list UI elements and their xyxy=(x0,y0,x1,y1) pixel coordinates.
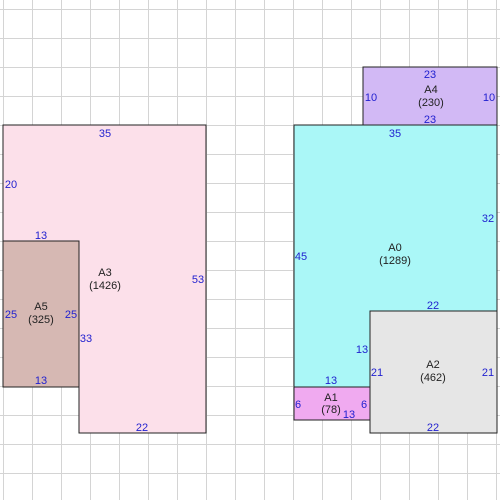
region-a4-name: A4 xyxy=(424,84,437,96)
a4-bottom-dimension: 23 xyxy=(424,114,436,126)
region-a5-label: A5 (325) xyxy=(28,301,54,326)
a1-left-dimension: 6 xyxy=(295,399,301,411)
a2-right-dimension: 21 xyxy=(482,367,494,379)
region-a4-area: (230) xyxy=(418,97,444,109)
a0-bottom-dimension: 13 xyxy=(325,375,337,387)
a4-right-dimension: 10 xyxy=(483,92,495,104)
region-a0-name: A0 xyxy=(388,242,401,254)
region-a1-label: A1 (78) xyxy=(321,392,341,416)
region-a3-area: (1426) xyxy=(89,280,121,292)
region-a5-area: (325) xyxy=(28,314,54,326)
a3-bottom-dimension: 22 xyxy=(136,422,148,434)
region-a0-area: (1289) xyxy=(379,255,411,267)
a3-top-dimension: 35 xyxy=(99,128,111,140)
a4-left-dimension: 10 xyxy=(365,92,377,104)
region-a1-name: A1 xyxy=(324,392,337,404)
a2-left-dimension: 21 xyxy=(371,367,383,379)
region-a0-label: A0 (1289) xyxy=(379,242,411,267)
a0-right-dimension: 32 xyxy=(482,213,494,225)
region-a2[interactable] xyxy=(369,310,498,434)
a0-inner-top-dimension: 22 xyxy=(427,300,439,312)
a1-right-dimension: 6 xyxy=(361,399,367,411)
region-a5[interactable] xyxy=(2,240,80,388)
a3-right-dimension: 53 xyxy=(192,274,204,286)
a0-top-dimension: 35 xyxy=(389,128,401,140)
region-a3-name: A3 xyxy=(98,267,111,279)
region-a4-label: A4 (230) xyxy=(418,84,444,109)
region-a2-label: A2 (462) xyxy=(420,359,446,384)
a0-left-dimension: 45 xyxy=(295,251,307,263)
a3-left-dimension: 20 xyxy=(5,179,17,191)
a0-inner-left-dimension: 13 xyxy=(356,344,368,356)
a5-left-dimension: 25 xyxy=(5,309,17,321)
a3-inner-left-dimension: 33 xyxy=(80,333,92,345)
a1-bottom-dimension: 13 xyxy=(343,409,355,421)
region-a3-label: A3 (1426) xyxy=(89,267,121,292)
a5-top-dimension: 13 xyxy=(35,230,47,242)
region-a5-name: A5 xyxy=(34,301,47,313)
a5-right-dimension: 25 xyxy=(65,309,77,321)
a4-top-dimension: 23 xyxy=(424,69,436,81)
region-a2-name: A2 xyxy=(426,359,439,371)
a2-bottom-dimension: 22 xyxy=(427,422,439,434)
region-a1[interactable] xyxy=(293,386,371,421)
a5-bottom-dimension: 13 xyxy=(35,375,47,387)
region-a1-area: (78) xyxy=(321,404,341,416)
region-a2-area: (462) xyxy=(420,372,446,384)
